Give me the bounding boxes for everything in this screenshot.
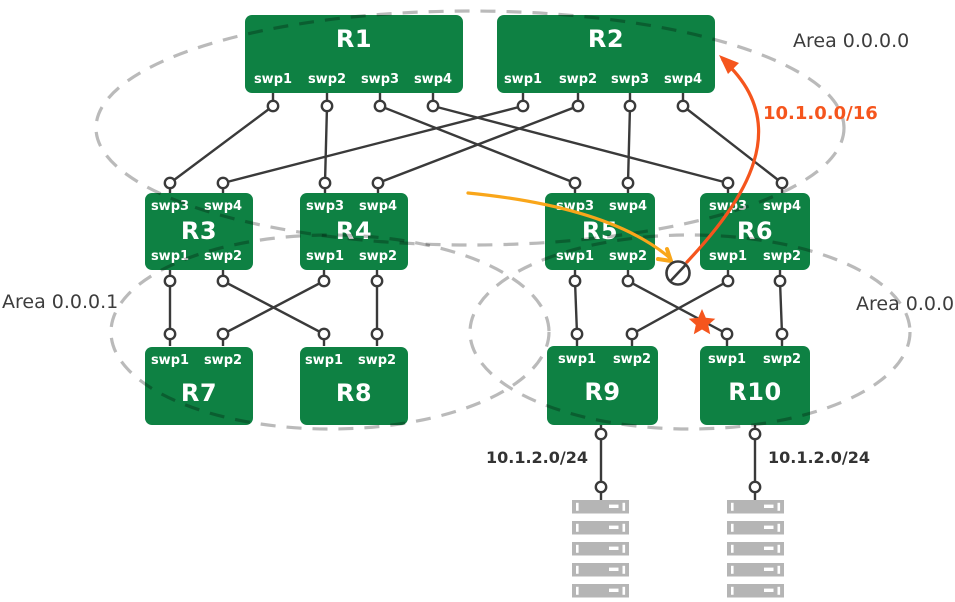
port-label: swp2 [762, 249, 802, 264]
blocked-route-arrow [466, 191, 673, 263]
port-label: swp3 [610, 72, 650, 87]
port-label: swp4 [203, 199, 243, 214]
router-R2: R2 swp1 swp2 swp3 swp4 [497, 15, 715, 93]
port-label: swp1 [150, 353, 190, 368]
router-name: R5 [581, 217, 619, 245]
router-name: R10 [728, 378, 782, 406]
port-label: swp4 [663, 72, 703, 87]
server-stack-right [727, 500, 784, 598]
port-label: swp1 [708, 249, 748, 264]
router-name: R4 [335, 217, 373, 245]
router-R9: swp1 swp2 R9 [547, 346, 658, 425]
port-label: swp3 [150, 199, 190, 214]
subnet-right-label: 10.1.2.0/24 [768, 448, 871, 467]
area-0001-left-label: Area 0.0.0.1 [2, 291, 119, 313]
port-label: swp2 [558, 72, 598, 87]
port-label: swp3 [360, 72, 400, 87]
port-label: swp1 [555, 249, 595, 264]
area-0001-right-ellipse [468, 233, 912, 431]
route-advertisement-label: 10.1.0.0/16 [763, 103, 878, 124]
port-label: swp1 [304, 353, 344, 368]
port-label: swp4 [413, 72, 453, 87]
port-label: swp1 [707, 352, 747, 367]
port-label: swp1 [503, 72, 543, 87]
port-label: swp2 [762, 352, 802, 367]
port-label: swp3 [305, 199, 345, 214]
router-name: R9 [584, 378, 621, 406]
port-label: swp1 [305, 249, 345, 264]
router-R4: swp3 swp4 R4 swp1 swp2 [300, 193, 408, 270]
port-label: swp1 [557, 352, 597, 367]
port-label: swp1 [253, 72, 293, 87]
area-0000-label: Area 0.0.0.0 [793, 30, 910, 52]
server-stack-left [572, 500, 629, 598]
router-name: R7 [180, 379, 218, 407]
router-R7: swp1 swp2 R7 [145, 347, 253, 425]
subnet-left-label: 10.1.2.0/24 [485, 448, 588, 467]
area-ellipses-group [94, 9, 912, 431]
router-R10: swp1 swp2 R10 [700, 346, 810, 425]
router-name: R2 [587, 25, 625, 53]
router-R3: swp3 swp4 R3 swp1 swp2 [145, 193, 253, 270]
port-label: swp3 [708, 199, 748, 214]
failure-star-icon [688, 309, 716, 335]
port-label: swp1 [150, 249, 190, 264]
area-0000-ellipse [94, 9, 846, 247]
port-label: swp2 [358, 249, 398, 264]
port-label: swp2 [203, 353, 243, 368]
router-R1: R1 swp1 swp2 swp3 swp4 [245, 15, 463, 93]
area-0001-left-ellipse [109, 233, 551, 431]
router-name: R1 [335, 25, 373, 53]
port-label: swp2 [203, 249, 243, 264]
router-name: R6 [736, 217, 774, 245]
port-label: swp2 [357, 353, 397, 368]
router-name: R8 [335, 379, 373, 407]
port-circles-group [163, 99, 789, 494]
router-name: R3 [180, 217, 218, 245]
port-label: swp4 [608, 199, 648, 214]
port-label: swp2 [608, 249, 648, 264]
blocked-icon [665, 260, 691, 286]
port-label: swp2 [612, 352, 652, 367]
area-0001-right-label: Area 0.0.0.1 [856, 293, 955, 315]
port-label: swp2 [307, 72, 347, 87]
port-label: swp4 [358, 199, 398, 214]
router-R6: swp3 swp4 R6 swp1 swp2 [700, 193, 810, 270]
port-label: swp4 [762, 199, 802, 214]
route-advertisement-arrow [685, 55, 761, 264]
router-R5: swp3 swp4 R5 swp1 swp2 [545, 193, 655, 270]
router-R8: swp1 swp2 R8 [300, 347, 408, 425]
